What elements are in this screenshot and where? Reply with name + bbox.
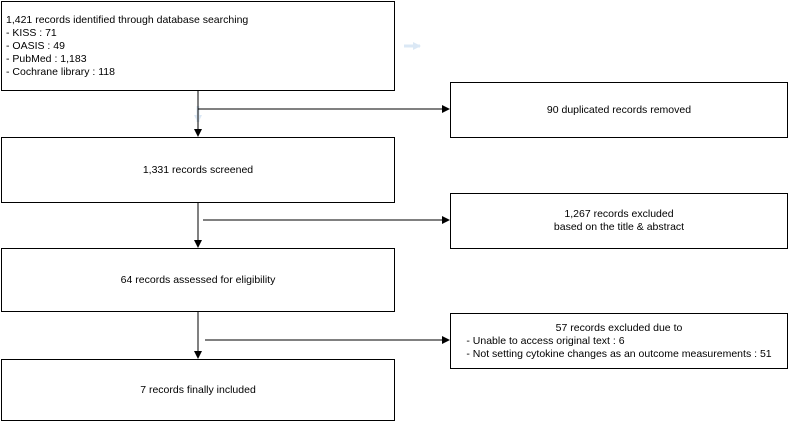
identification-item-cochrane: - Cochrane library : 118 [6,66,115,78]
eligibility-label: 64 records assessed for eligibility [120,273,276,286]
identification-title: 1,421 records identified through databas… [6,14,249,26]
screened-box: 1,331 records screened [1,137,395,203]
excluded-title-line-1: 1,267 records excluded [564,208,674,220]
excluded-title-box: 1,267 records excluded based on the titl… [450,193,788,249]
excluded-full-title: 57 records excluded due to [555,321,683,334]
screened-label: 1,331 records screened [142,163,254,176]
eligibility-box: 64 records assessed for eligibility [1,248,395,312]
excluded-full-box: 57 records excluded due to - Unable to a… [450,313,788,369]
excluded-full-item-access: - Unable to access original text : 6 [466,334,625,347]
identification-item-oasis: - OASIS : 49 [6,40,65,52]
identification-box: 1,421 records identified through databas… [1,1,395,91]
included-label: 7 records finally included [140,383,256,396]
duplicates-label: 90 duplicated records removed [546,103,692,116]
identification-item-kiss: - KISS : 71 [6,27,57,39]
excluded-full-item-cytokine: - Not setting cytokine changes as an out… [466,347,772,360]
duplicates-box: 90 duplicated records removed [450,82,788,138]
identification-item-pubmed: - PubMed : 1,183 [6,53,87,65]
excluded-title-line-2: based on the title & abstract [553,221,685,233]
included-box: 7 records finally included [1,359,395,421]
